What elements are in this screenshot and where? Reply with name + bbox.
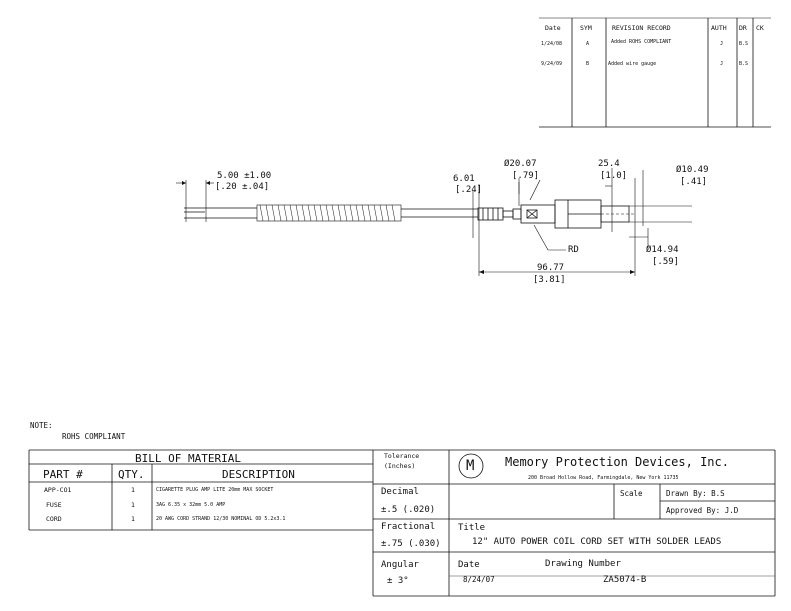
company-name: Memory Protection Devices, Inc. <box>505 455 729 469</box>
note-label: NOTE: <box>30 421 53 430</box>
bom-row-3-qty: 1 <box>131 515 135 523</box>
dim-c-inches: [1.0] <box>600 171 628 181</box>
dim-d-inches: [.41] <box>680 177 708 187</box>
scale-label: Scale <box>620 489 643 498</box>
tolerance-fractional-label: Fractional <box>381 522 436 532</box>
bom-col-qty: QTY. <box>118 468 145 481</box>
date-label: Date <box>458 560 480 570</box>
rev-header-dr: DR <box>739 24 747 32</box>
dim-a-inches: [.24] <box>455 185 483 195</box>
note-rohs: ROHS COMPLIANT <box>62 432 126 441</box>
dim-d: Ø10.49 <box>676 165 709 175</box>
tolerance-angular-label: Angular <box>381 560 419 570</box>
approved-by: Approved By: J.D <box>666 506 739 515</box>
drawn-by: Drawn By: B.S <box>666 489 725 498</box>
bom-col-desc: DESCRIPTION <box>222 468 295 481</box>
dim-lead-length: 5.00 ±1.00 <box>217 171 272 181</box>
dim-b-inches: [.79] <box>512 171 540 181</box>
tolerance-angular-value: ± 3° <box>387 576 409 586</box>
title-label: Title <box>458 523 486 533</box>
dim-b: Ø20.07 <box>504 159 537 169</box>
tolerance-decimal-value: ±.5 (.020) <box>381 505 436 515</box>
bom-row-1-desc: CIGARETTE PLUG AMP LITE 20mm MAX SOCKET <box>156 487 274 493</box>
tolerance-header: Tolerance <box>384 452 420 460</box>
drawing-number-label: Drawing Number <box>545 559 621 569</box>
rev-header-auth: AUTH <box>711 24 727 32</box>
rev-row-2-record: Added wire gauge <box>608 61 657 67</box>
tolerance-fractional-value: ±.75 (.030) <box>381 539 441 549</box>
rev-header-sym: SYM <box>580 24 592 32</box>
rev-row-2-auth: J <box>720 61 724 67</box>
date-value: 8/24/07 <box>463 575 495 584</box>
bom-row-2-desc: 3AG 6.35 x 32mm 5.0 AMP <box>156 502 226 508</box>
rev-row-1-auth: J <box>720 41 724 47</box>
bom-row-2-qty: 1 <box>131 501 135 509</box>
company-logo: M <box>466 458 475 474</box>
rev-row-2-date: 9/24/09 <box>541 61 563 67</box>
tolerance-units: (Inches) <box>384 462 416 470</box>
tolerance-decimal-label: Decimal <box>381 487 419 497</box>
rev-row-1-record: Added ROHS COMPLIANT <box>611 39 672 45</box>
bom-row-2-part: FUSE <box>46 501 62 509</box>
bom-row-3-part: CORD <box>46 515 62 523</box>
rev-header-date: Date <box>545 24 561 32</box>
bom-row-1-part: APP-CO1 <box>44 486 72 494</box>
dim-overall-length: 96.77 <box>537 263 565 273</box>
rev-row-1-sym: A <box>586 41 590 47</box>
bom-row-3-desc: 20 AWG CORD STRAND 12/30 NOMINAL OD 5.2x… <box>156 516 286 522</box>
dim-e-inches: [.59] <box>652 257 680 267</box>
bom-row-1-qty: 1 <box>131 486 135 494</box>
rev-row-2-dr: B.S <box>739 61 749 67</box>
company-address: 200 Broad Hollow Road, Farmingdale, New … <box>528 475 679 481</box>
rev-row-1-date: 1/24/08 <box>541 41 563 47</box>
dim-overall-length-inches: [3.81] <box>533 275 566 285</box>
rev-row-1-dr: B.S <box>739 41 749 47</box>
dim-lead-length-inches: [.20 ±.04] <box>215 182 270 192</box>
rev-row-2-sym: B <box>586 61 590 67</box>
bom-col-part: PART # <box>43 468 83 481</box>
callout-rd: RD <box>568 245 579 255</box>
rev-header-record: REVISION RECORD <box>612 24 671 32</box>
dim-a: 6.01 <box>453 174 475 184</box>
rev-header-ck: CK <box>756 24 764 32</box>
dim-e: Ø14.94 <box>646 245 679 255</box>
dim-c: 25.4 <box>598 159 620 169</box>
bom-title: BILL OF MATERIAL <box>135 452 241 465</box>
drawing-number: ZA5074-B <box>603 575 647 585</box>
drawing-title: 12" AUTO POWER COIL CORD SET WITH SOLDER… <box>472 537 722 547</box>
